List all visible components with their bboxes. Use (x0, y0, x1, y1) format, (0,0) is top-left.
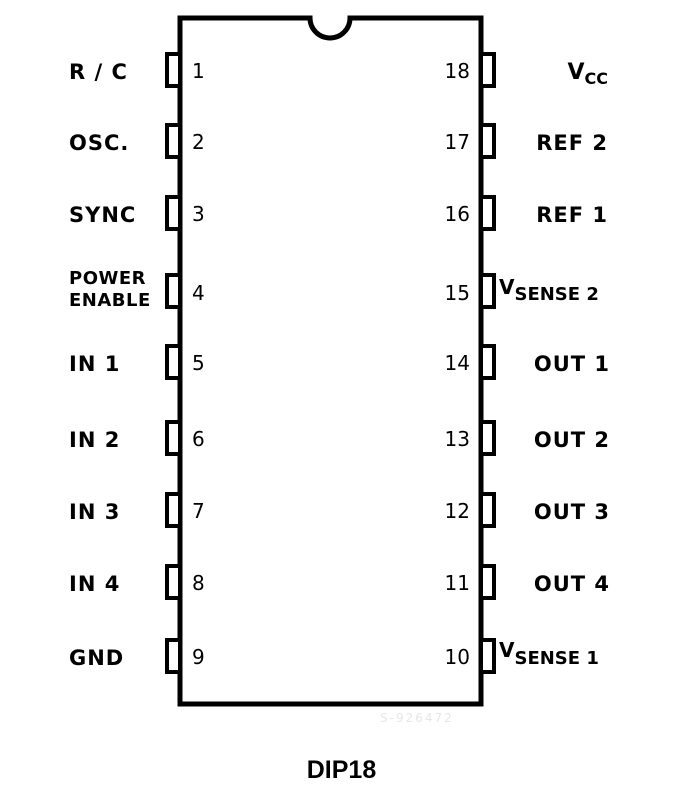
pin-lead (165, 52, 182, 88)
pin-label: REF 1 (536, 203, 608, 227)
pin-number: 6 (192, 427, 205, 451)
package-title: DIP18 (306, 756, 377, 784)
right-pin-11: 11 OUT 4 (445, 564, 610, 600)
pin-label: R / C (69, 60, 128, 84)
pin-lead (165, 638, 182, 674)
left-pin-9: 9 GND (69, 638, 205, 674)
right-pin-14: 14 OUT 1 (445, 344, 610, 380)
pin-label: IN 4 (69, 572, 120, 596)
pin-number: 7 (192, 499, 205, 523)
left-pin-5: 5 IN 1 (69, 344, 205, 380)
pin-number: 15 (445, 281, 470, 305)
pin-label: GND (69, 646, 124, 670)
pin-number: 16 (445, 202, 470, 226)
pin-label: OUT 4 (534, 572, 610, 596)
right-pin-12: 12 OUT 3 (445, 492, 610, 528)
pin-label: OUT 3 (534, 500, 610, 524)
pin-lead (165, 492, 182, 528)
pin-lead (479, 123, 496, 159)
pin-lead (165, 273, 182, 309)
pin-lead (479, 344, 496, 380)
pin-label: OSC. (69, 131, 129, 155)
pin-number: 17 (445, 130, 470, 154)
pin-number: 9 (192, 645, 205, 669)
ic-body (177, 15, 484, 707)
left-pin-4: 4 POWER ENABLE (69, 268, 205, 311)
pin-lead (165, 420, 182, 456)
pin-number: 1 (192, 59, 205, 83)
right-pin-17: 17 REF 2 (445, 123, 608, 159)
pin-number: 11 (445, 571, 470, 595)
left-pin-8: 8 IN 4 (69, 564, 205, 600)
pin-label: IN 3 (69, 500, 120, 524)
pin-lead (479, 273, 496, 309)
pin-number: 8 (192, 571, 205, 595)
pin-lead (479, 492, 496, 528)
right-pin-13: 13 OUT 2 (445, 420, 610, 456)
pin-lead (479, 638, 496, 674)
pin-lead (479, 564, 496, 600)
pin-number: 3 (192, 202, 205, 226)
pin-label: VSENSE 2 (499, 275, 599, 305)
pin-number: 10 (445, 645, 470, 669)
reference-code: S-926472 (380, 711, 454, 725)
pin-lead (165, 195, 182, 231)
pinout-diagram: S-926472 1 R / C 2 OSC. 3 SYNC 4 POWER E… (69, 15, 610, 725)
left-pin-6: 6 IN 2 (69, 420, 205, 456)
pin-number: 13 (445, 427, 470, 451)
pin-label: SYNC (69, 203, 136, 227)
pin-label-line1: POWER (69, 268, 146, 289)
pin-lead (165, 344, 182, 380)
pin-lead (479, 52, 496, 88)
right-pin-16: 16 REF 1 (445, 195, 608, 231)
pin-lead (479, 195, 496, 231)
right-pin-18: 18 VCC (445, 52, 608, 88)
pin-label: VSENSE 1 (499, 638, 599, 669)
pin-label: IN 2 (69, 428, 120, 452)
pin-number: 14 (445, 351, 470, 375)
pin-label: IN 1 (69, 352, 120, 376)
left-pin-7: 7 IN 3 (69, 492, 205, 528)
pin-number: 5 (192, 351, 205, 375)
pin-number: 12 (445, 499, 470, 523)
right-pin-15: 15 VSENSE 2 (445, 273, 599, 309)
left-pin-3: 3 SYNC (69, 195, 205, 231)
pin-label: OUT 1 (534, 352, 610, 376)
pin-number: 4 (192, 281, 205, 305)
left-pin-2: 2 OSC. (69, 123, 205, 159)
pin-number: 18 (445, 59, 470, 83)
pin-label: VCC (567, 60, 608, 88)
left-pin-1: 1 R / C (69, 52, 205, 88)
pin-lead (165, 564, 182, 600)
pin-lead (165, 123, 182, 159)
pin-label: REF 2 (536, 131, 608, 155)
pin-lead (479, 420, 496, 456)
pin-number: 2 (192, 130, 205, 154)
pin-label-line2: ENABLE (69, 290, 151, 311)
right-pin-10: 10 VSENSE 1 (445, 638, 599, 674)
pin-label: OUT 2 (534, 428, 610, 452)
